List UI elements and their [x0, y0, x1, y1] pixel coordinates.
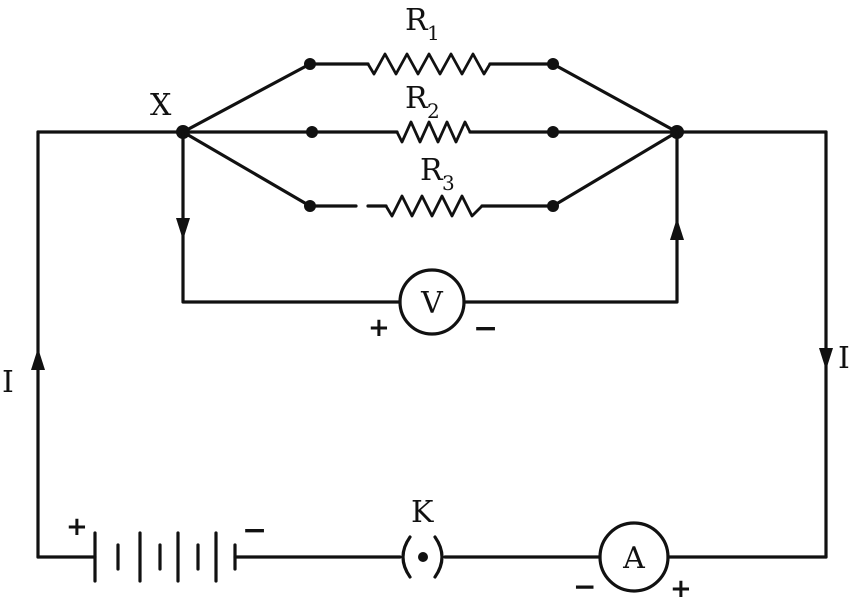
arrow-down-right-icon [819, 348, 833, 370]
branch-r2 [181, 120, 679, 144]
ammeter-circle [598, 521, 670, 593]
ammeter-label: A [622, 541, 645, 576]
r2-right-node [547, 126, 559, 138]
r2-left-node [306, 126, 318, 138]
r1-right-lead [488, 62, 679, 134]
label-r3: R [420, 153, 444, 188]
arrow-up-left-icon [31, 348, 45, 370]
current-label-left: I [2, 365, 14, 400]
ammeter-minus-sign: − [573, 570, 596, 600]
resistor-r1 [366, 52, 492, 76]
key-label: K [411, 495, 434, 530]
voltmeter-left-wire [181, 130, 402, 304]
label-x: X [150, 88, 172, 123]
voltmeter-branch [176, 130, 684, 336]
r3-right-node [547, 200, 559, 212]
r3-right-lead [480, 130, 679, 208]
r3-left-node [304, 200, 316, 212]
arrow-up-icon [670, 218, 684, 240]
resistor-r3 [384, 194, 484, 218]
ammeter [31, 348, 833, 593]
voltmeter-label: V [420, 286, 444, 321]
label-r2: R [405, 81, 429, 116]
labels: X R 1 R 2 R 3 V + − A − + K + − I I [2, 3, 850, 600]
label-r2-subscript: 2 [427, 99, 440, 123]
key-right-bracket [433, 535, 444, 579]
key-left-bracket [401, 535, 412, 579]
label-r3-subscript: 3 [442, 171, 455, 195]
plug-key [401, 535, 444, 579]
voltmeter-right-wire [462, 130, 679, 304]
r3-left-lead [181, 130, 358, 208]
voltmeter-minus-sign: − [473, 311, 498, 346]
branch-r1 [181, 52, 679, 134]
ammeter-plus-sign: + [670, 574, 692, 600]
battery-plus-sign: + [66, 512, 88, 542]
resistor-r2 [395, 120, 472, 144]
voltmeter-plus-sign: + [368, 313, 390, 343]
branch-r3 [181, 130, 679, 218]
voltmeter-circle [398, 268, 466, 336]
label-r1: R [405, 3, 429, 38]
key-plug-dot [418, 552, 428, 562]
r1-left-node [304, 58, 316, 70]
r1-right-node [547, 58, 559, 70]
outer-circuit [36, 130, 828, 559]
battery-minus-sign: − [242, 513, 267, 548]
current-label-right: I [838, 341, 850, 376]
battery [93, 531, 237, 583]
label-r1-subscript: 1 [427, 21, 440, 45]
arrow-down-icon [176, 218, 190, 240]
r1-left-lead [181, 62, 370, 134]
